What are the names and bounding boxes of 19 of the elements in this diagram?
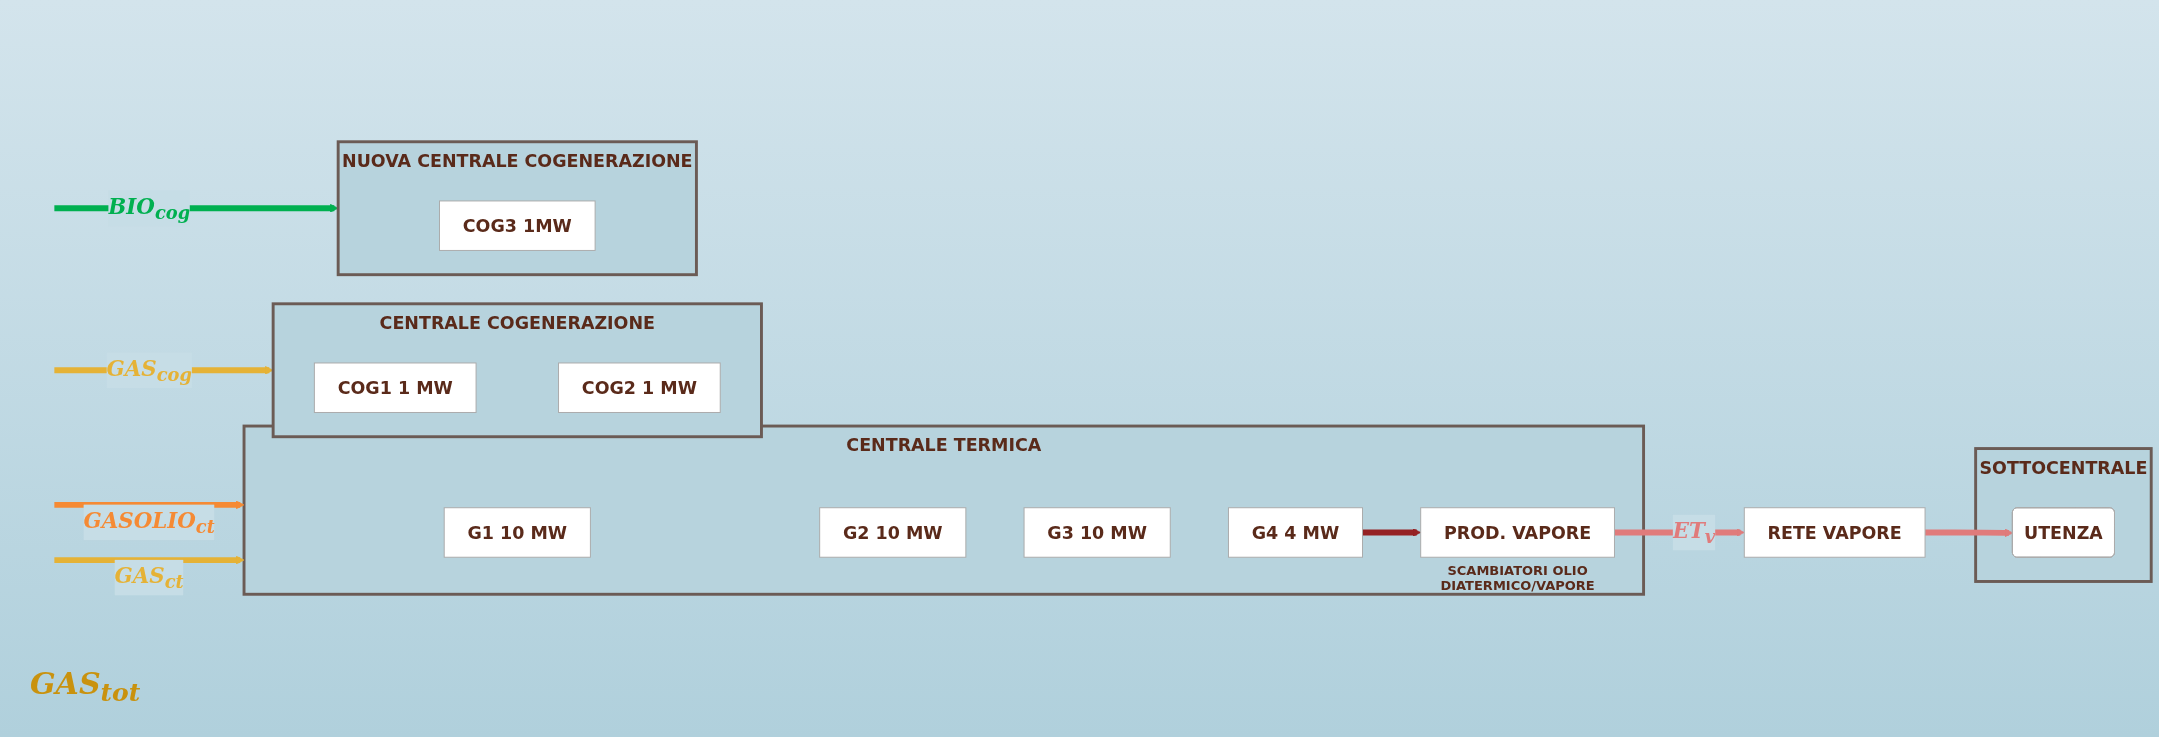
arrow [54,500,245,510]
process-box: G1 10 MW [443,507,591,558]
process-box: UTENZA [2011,507,2115,558]
arrow [1362,528,1422,537]
process-box: G3 10 MW [1023,507,1171,558]
edge-label: ET$_{v}$ [1672,514,1716,551]
process-box: PROD. VAPORE [1420,507,1615,558]
process-box: G2 10 MW [819,507,967,558]
process-box: COG2 1 MW [558,362,721,413]
process-box: RETE VAPORE [1743,507,1926,558]
process-box: G4 4 MW [1227,507,1363,558]
arrow [1925,528,2014,537]
flow-label: GAS$_{tot}$ [30,666,141,707]
edge-label: GAS$_{ct}$ [114,559,184,596]
process-box: COG3 1MW [439,200,596,251]
node-caption: SCAMBIATORI OLIO DIATERMICO/VAPORE [1439,563,1596,594]
edge-label: GASOLIO$_{ct}$ [83,504,215,541]
process-box: COG1 1 MW [313,362,477,413]
arrow [54,555,245,565]
